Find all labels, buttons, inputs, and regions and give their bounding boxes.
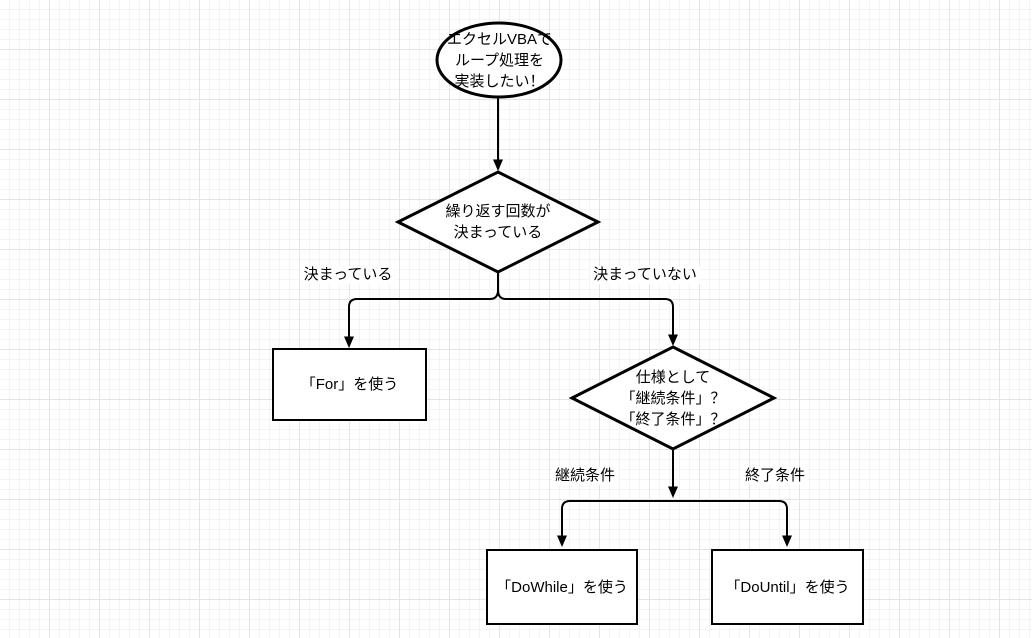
edge-label-end-condition: 終了条件 bbox=[741, 467, 809, 485]
decision2-label: 仕様として 「継続条件」？ 「終了条件」？ bbox=[620, 368, 726, 428]
arrowhead-dowhile-icon bbox=[557, 535, 567, 547]
connector-branch-to-dowhile[interactable] bbox=[561, 500, 673, 536]
connector-branch-to-dountil[interactable] bbox=[673, 500, 788, 536]
arrowhead-for-icon bbox=[344, 336, 354, 348]
dowhile-box-label: 「DoWhile」を使う bbox=[496, 578, 628, 596]
for-box-label: 「For」を使う bbox=[300, 376, 399, 393]
dountil-box-label: 「DoUntil」を使う bbox=[725, 578, 850, 596]
decision2-diamond-shape[interactable] bbox=[568, 345, 778, 451]
edge-label-decided: 決まっている bbox=[300, 266, 396, 284]
dowhile-box-shape[interactable] bbox=[486, 549, 638, 625]
arrowhead-branch-icon bbox=[668, 486, 678, 498]
arrowhead-decision2-icon bbox=[668, 334, 678, 346]
dountil-box-shape[interactable] bbox=[711, 549, 864, 625]
start-node-label: エクセルVBAで ループ処理を 実装したい！ bbox=[446, 30, 552, 90]
edge-label-not-decided: 決まっていない bbox=[590, 266, 700, 284]
arrowhead-dountil-icon bbox=[782, 535, 792, 547]
decision1-label: 繰り返す回数が 決まっている bbox=[445, 203, 551, 241]
edge-label-continue-condition: 継続条件 bbox=[551, 467, 619, 485]
connector-decision1-to-decision2[interactable] bbox=[497, 273, 674, 335]
start-node-shape[interactable] bbox=[435, 21, 563, 99]
decision1-diamond-shape[interactable] bbox=[394, 170, 602, 274]
for-box-shape[interactable] bbox=[272, 348, 427, 421]
arrowhead-decision1-icon bbox=[493, 159, 503, 171]
